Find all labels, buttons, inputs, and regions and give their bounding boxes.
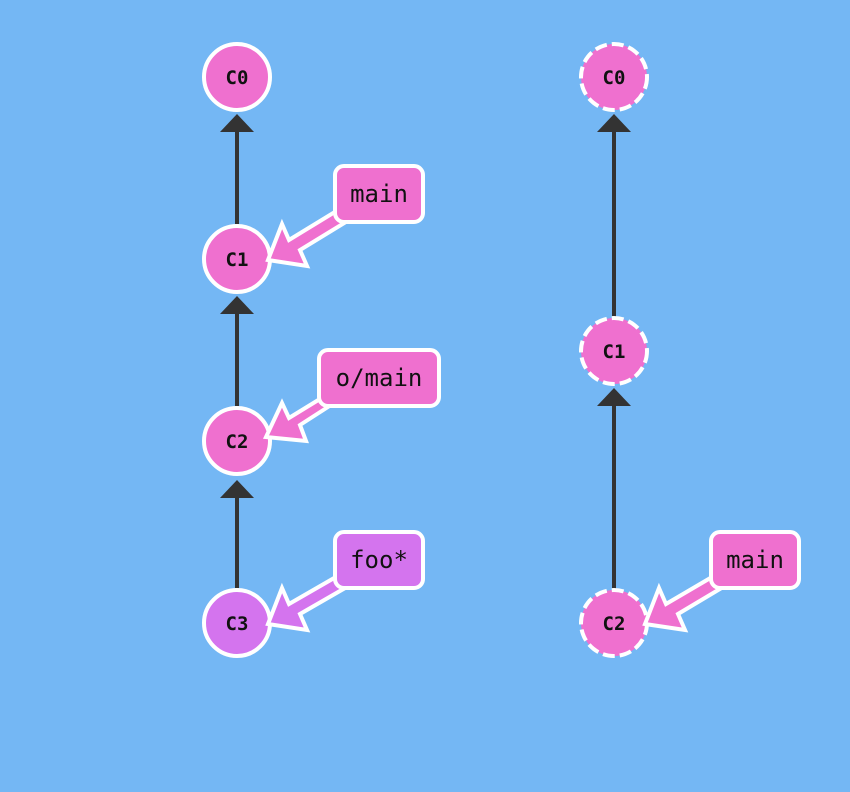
edge-c3-c2-arrowhead <box>220 480 254 498</box>
commit-label: C1 <box>603 341 626 363</box>
branch-tag-label: main <box>350 180 408 208</box>
remote-commit-node-c2[interactable]: C2 <box>579 588 649 658</box>
commit-node-c3[interactable]: C3 <box>202 588 272 658</box>
commit-node-c0[interactable]: C0 <box>202 42 272 112</box>
commit-label: C0 <box>226 67 249 89</box>
branch-pointer-arrow <box>265 541 362 633</box>
remote-commit-node-c1[interactable]: C1 <box>579 316 649 386</box>
commit-label: C3 <box>226 613 249 635</box>
edge-c2-c1-arrowhead <box>597 388 631 406</box>
remote-commit-node-c0[interactable]: C0 <box>579 42 649 112</box>
remote-branch-tag-main[interactable]: main <box>642 530 801 633</box>
remote-tree: C0 C1 C2 main <box>579 42 801 658</box>
branch-tag-label: main <box>726 546 784 574</box>
branch-pointer-arrow <box>265 175 362 269</box>
branch-tag-o-main[interactable]: o/main <box>262 348 441 444</box>
branch-tag-main[interactable]: main <box>265 164 425 269</box>
commit-label: C2 <box>226 431 249 453</box>
commit-label: C0 <box>603 67 626 89</box>
branch-pointer-arrow <box>642 541 738 633</box>
remote-edges <box>597 114 631 590</box>
commit-label: C2 <box>603 613 626 635</box>
commit-label: C1 <box>226 249 249 271</box>
edge-c1-c0-arrowhead <box>220 114 254 132</box>
branch-tag-label: o/main <box>336 364 423 392</box>
branch-tag-foo-head[interactable]: foo* <box>265 530 425 633</box>
commit-node-c1[interactable]: C1 <box>202 224 272 294</box>
local-tree: C0 C1 C2 C3 main o/main foo* <box>202 42 441 658</box>
branch-tag-label: foo* <box>350 546 408 574</box>
local-edges <box>220 114 254 588</box>
edge-c1-c0-arrowhead <box>597 114 631 132</box>
commit-node-c2[interactable]: C2 <box>202 406 272 476</box>
edge-c2-c1-arrowhead <box>220 296 254 314</box>
